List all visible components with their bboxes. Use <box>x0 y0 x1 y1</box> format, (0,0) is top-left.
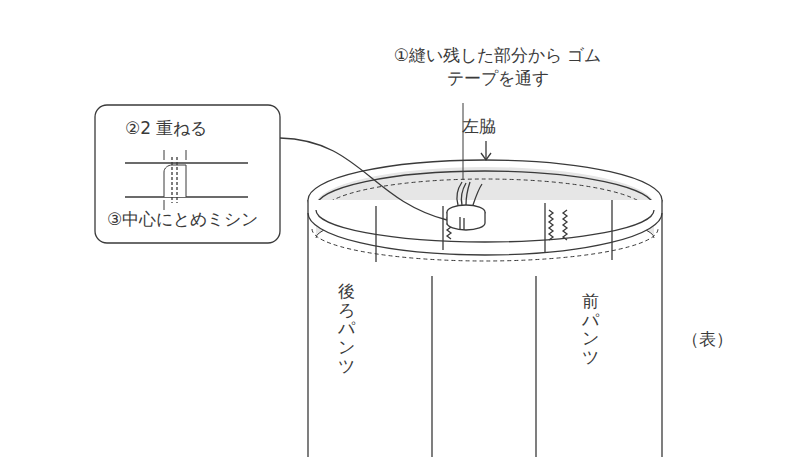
part-name: 後ろパンツ <box>338 282 355 375</box>
detail-inset: ②2 重ねる ③中心にとめミシン <box>95 105 280 243</box>
step-note: ③中心にとめミシン <box>107 208 258 231</box>
step-note: ②2 重ねる <box>125 117 207 140</box>
callout-note: ①縫い残した部分から ゴムテープを通す <box>390 44 605 90</box>
part-name: 左脇 <box>462 115 496 138</box>
part-name: 前パンツ <box>582 292 599 367</box>
side-note: （表） <box>682 330 699 349</box>
